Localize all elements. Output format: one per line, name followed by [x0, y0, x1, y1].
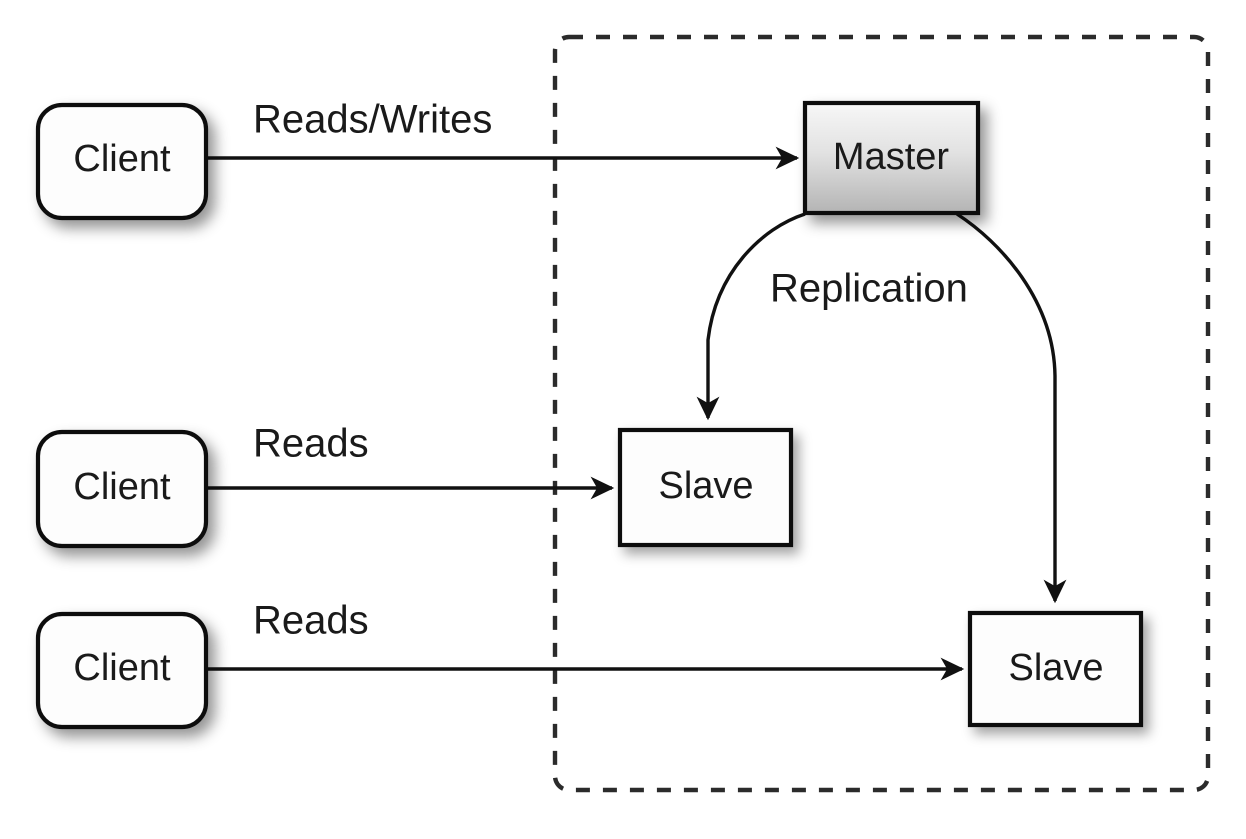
node-slave-bottom-label: Slave	[1008, 647, 1103, 689]
node-slave-middle-label: Slave	[658, 465, 753, 507]
edge-label-reads-writes: Reads/Writes	[253, 98, 492, 142]
node-client-bottom-label: Client	[73, 647, 171, 689]
node-master-label: Master	[833, 136, 949, 178]
node-client-top-label: Client	[73, 138, 171, 180]
node-master[interactable]: Master	[802, 100, 981, 216]
edge-label-reads-bottom: Reads	[253, 599, 369, 643]
node-slave-middle[interactable]: Slave	[617, 427, 794, 548]
edge-master-to-slave-bottom	[956, 212, 1067, 604]
node-client-top[interactable]: Client	[35, 102, 209, 221]
edge-label-replication: Replication	[770, 267, 968, 311]
database-tier-boundary	[552, 34, 1211, 793]
edge-label-reads-middle: Reads	[253, 422, 369, 466]
node-client-middle-label: Client	[73, 466, 171, 508]
node-slave-bottom[interactable]: Slave	[967, 610, 1144, 728]
node-client-bottom[interactable]: Client	[35, 611, 209, 730]
node-client-middle[interactable]: Client	[35, 429, 209, 549]
edge-master-to-slave-middle	[696, 212, 806, 421]
